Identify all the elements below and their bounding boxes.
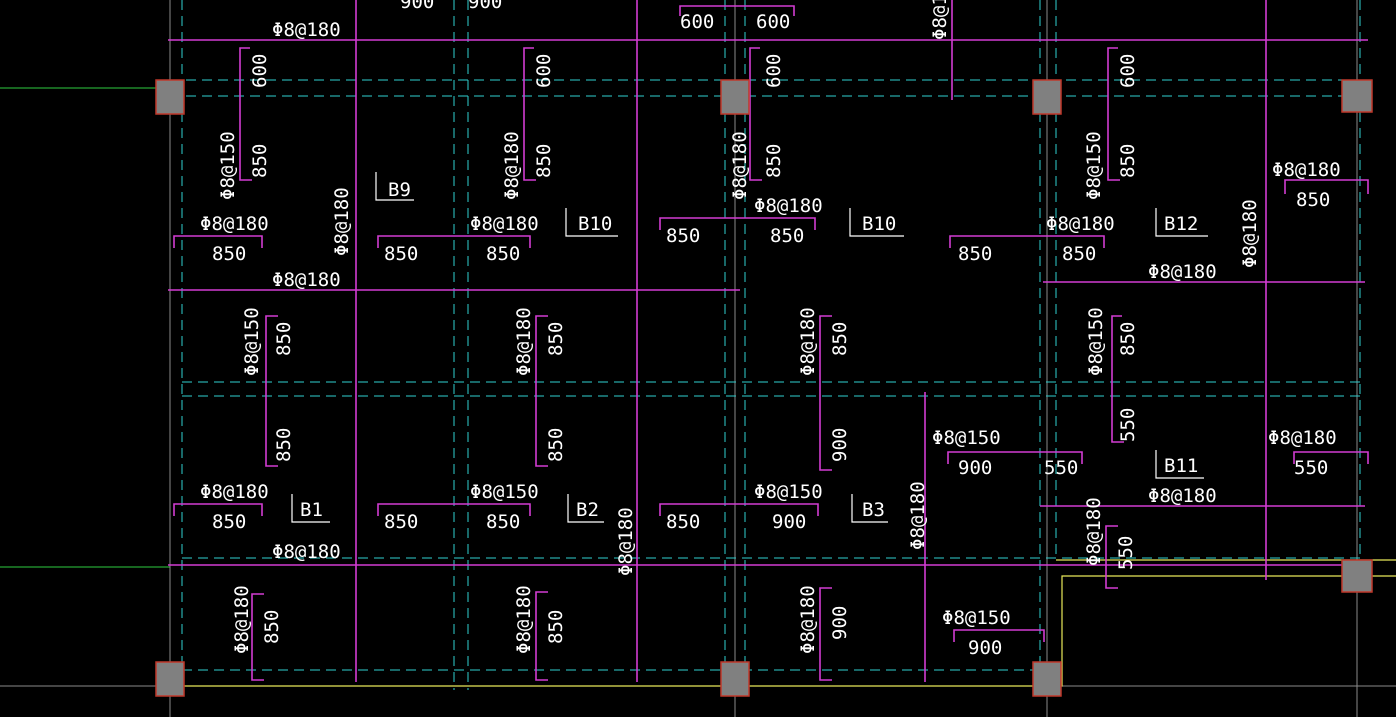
dimension-label: 850 (273, 322, 295, 356)
dimension-label: 850 (486, 511, 520, 533)
rebar-spec-label: Φ8@180 (272, 541, 341, 563)
dimension-label: 850 (666, 225, 700, 247)
rebar-spec-label: Φ8@180 (797, 307, 819, 376)
dimension-label: 600 (680, 11, 714, 33)
panel-label: B11 (1164, 455, 1198, 477)
panel-label: B12 (1164, 213, 1198, 235)
rebar-spec-label: Φ8@180 (754, 195, 823, 217)
dimension-label: 850 (249, 144, 271, 178)
dimension-label: 850 (1296, 189, 1330, 211)
dimension-label: 900 (958, 457, 992, 479)
dimension-label: 850 (384, 243, 418, 265)
rebar-spec-label: Φ8@150 (754, 481, 823, 503)
rebar-spec-label: Φ8@180 (907, 481, 929, 550)
dimension-label: 600 (756, 11, 790, 33)
dimension-label: 850 (829, 322, 851, 356)
rebar-spec-label: Φ8@180 (1239, 199, 1261, 268)
rebar-spec-label: Φ8@150 (932, 427, 1001, 449)
dimension-label: 550 (1117, 408, 1139, 442)
dimension-label: 600 (1117, 54, 1139, 88)
panel-label: B10 (862, 213, 896, 235)
rebar-spec-label: Φ8@180 (272, 19, 341, 41)
panel-markers (291, 172, 1208, 523)
dimension-label: 550 (1294, 457, 1328, 479)
rebar-spec-label: Φ8@180 (1272, 159, 1341, 181)
rebar-spec-label: Φ8@150 (942, 607, 1011, 629)
dimension-label: 900 (829, 606, 851, 640)
rebar-spec-label: Φ8@180 (200, 481, 269, 503)
dimension-label: 850 (545, 610, 567, 644)
dimension-label: 900 (400, 0, 434, 13)
rebar-spec-label: Φ8@150 (217, 131, 239, 200)
rebar-spec-label: Φ8@180 (331, 187, 353, 256)
dimension-label: 600 (763, 54, 785, 88)
rebar-spec-label: Φ8@180 (501, 131, 523, 200)
rebar-spec-label: Φ8@180 (797, 585, 819, 654)
panel-label: B3 (862, 499, 885, 521)
dimension-label: 850 (212, 243, 246, 265)
rebar-spec-label: Φ8@150 (1085, 307, 1107, 376)
dimension-label: 850 (533, 144, 555, 178)
dimension-label: 850 (545, 322, 567, 356)
panel-label: B9 (388, 179, 411, 201)
dimension-label: 850 (545, 428, 567, 462)
dimension-label: 900 (829, 428, 851, 462)
columns (155, 79, 1373, 697)
rebar-spec-label: Φ8@180 (729, 131, 751, 200)
dimension-label: 850 (212, 511, 246, 533)
rebar-spec-label: Φ8@180 (615, 507, 637, 576)
dimension-label: 850 (763, 144, 785, 178)
rebar-spec-label: Φ8@180 (513, 585, 535, 654)
continuous-rebars (168, 0, 1368, 682)
dimension-label: 900 (772, 511, 806, 533)
panel-label: B1 (300, 499, 323, 521)
dimension-label: 850 (273, 428, 295, 462)
dimension-label: 850 (1117, 144, 1139, 178)
dimension-label: 850 (770, 225, 804, 247)
dimension-label: 850 (958, 243, 992, 265)
dimension-label: 550 (1044, 457, 1078, 479)
panel-label: B10 (578, 213, 612, 235)
rebar-spec-label: Φ8@180 (1083, 497, 1105, 566)
rebar-spec-label: Φ8@180 (231, 585, 253, 654)
panel-label: B2 (576, 499, 599, 521)
rebar-spec-label: Φ8@150 (241, 307, 263, 376)
dimension-label: 850 (1062, 243, 1096, 265)
rebar-spec-label: Φ8@180 (929, 0, 951, 40)
beam-outlines (170, 0, 1370, 690)
dimension-label: 900 (968, 637, 1002, 659)
rebar-spec-label: Φ8@180 (1046, 213, 1115, 235)
dimension-label: 900 (468, 0, 502, 13)
rebar-spec-label: Φ8@180 (200, 213, 269, 235)
dimension-label: 850 (261, 610, 283, 644)
dimension-label: 600 (249, 54, 271, 88)
rebar-brackets (173, 5, 1369, 681)
dimension-label: 850 (666, 511, 700, 533)
slab-edge (170, 559, 1396, 687)
dimension-label: 550 (1115, 536, 1137, 570)
rebar-spec-label: Φ8@150 (470, 481, 539, 503)
dimension-label: 850 (1117, 322, 1139, 356)
dimension-label: 850 (486, 243, 520, 265)
rebar-spec-label: Φ8@180 (272, 269, 341, 291)
rebar-spec-label: Φ8@180 (1148, 261, 1217, 283)
dimension-label: 850 (384, 511, 418, 533)
rebar-spec-label: Φ8@180 (1148, 485, 1217, 507)
rebar-spec-label: Φ8@180 (470, 213, 539, 235)
rebar-spec-label: Φ8@180 (513, 307, 535, 376)
rebar-spec-label: Φ8@180 (1268, 427, 1337, 449)
rebar-spec-label: Φ8@150 (1083, 131, 1105, 200)
dimension-label: 600 (533, 54, 555, 88)
